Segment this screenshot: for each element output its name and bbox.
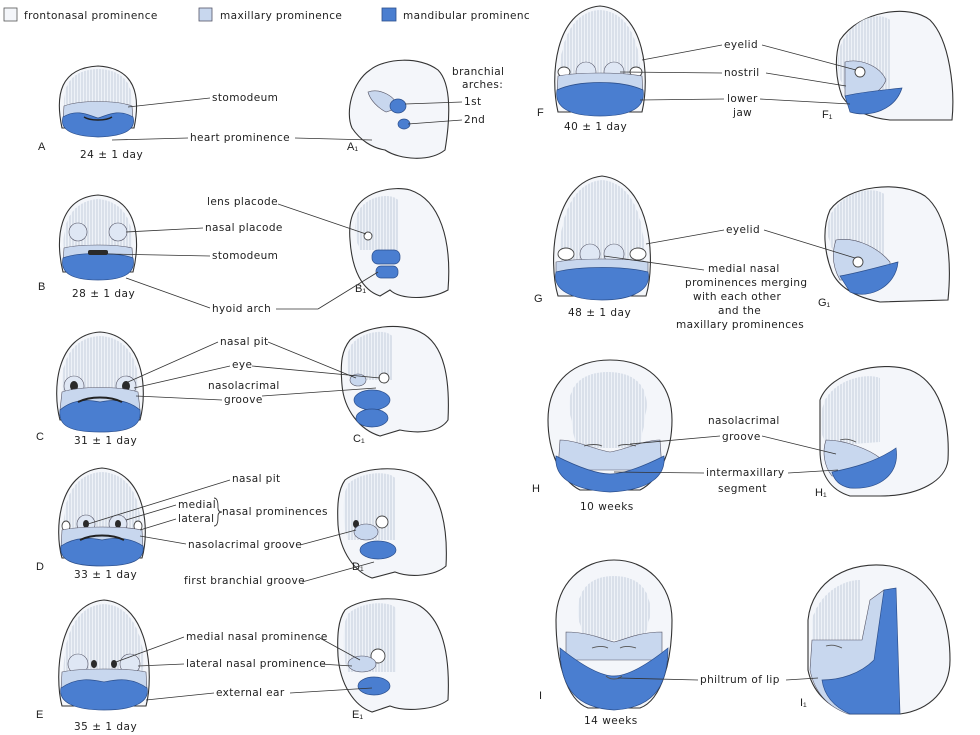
label-branchial-arches-1: branchial — [452, 66, 504, 78]
label-arch-2nd: 2nd — [464, 114, 485, 126]
label-nasal-pit-d: nasal pit — [232, 473, 281, 485]
panel-b1-side-view — [349, 188, 450, 298]
label-nostril: nostril — [724, 67, 760, 79]
panel-c-age: 31 ± 1 day — [74, 435, 137, 447]
panel-e-letter: E — [36, 709, 43, 721]
panel-a-age: 24 ± 1 day — [80, 149, 143, 161]
label-arch-1st: 1st — [464, 96, 481, 108]
legend-swatch-mandibular — [381, 7, 397, 22]
panel-g-letter: G — [534, 293, 543, 305]
label-medial-merging-3: with each other — [693, 291, 782, 303]
legend-label-frontonasal: frontonasal prominence — [24, 10, 158, 22]
panel-i-front-view — [555, 559, 673, 711]
panel-i-age: 14 weeks — [584, 715, 638, 727]
label-nasolacrimal-c-1: nasolacrimal — [208, 380, 280, 392]
label-medial-merging-4: and the — [718, 305, 761, 317]
label-nasolacrimal-h-1: nasolacrimal — [708, 415, 780, 427]
panel-i1-letter: I₁ — [800, 697, 807, 709]
label-lens-placode: lens placode — [207, 196, 278, 208]
panel-g-front-view — [553, 175, 651, 301]
label-branchial-arches-2: arches: — [462, 79, 503, 91]
panel-f1-letter: F₁ — [822, 109, 833, 121]
label-external-ear: external ear — [216, 687, 285, 699]
panel-g1-side-view — [824, 186, 950, 303]
panel-g-age: 48 ± 1 day — [568, 307, 631, 319]
label-eyelid-f: eyelid — [724, 39, 758, 51]
panel-a-front-view — [58, 65, 138, 138]
label-lower-jaw-1: lower — [727, 93, 758, 105]
legend-swatch-frontonasal — [3, 7, 18, 22]
label-philtrum: philtrum of lip — [700, 674, 780, 686]
label-nasolacrimal-groove-d: nasolacrimal groove — [188, 539, 302, 551]
panel-b-letter: B — [38, 281, 45, 293]
panel-f-letter: F — [537, 107, 544, 119]
panel-h1-letter: H₁ — [815, 487, 827, 499]
panel-d-letter: D — [36, 561, 44, 573]
panel-c-letter: C — [36, 431, 44, 443]
panel-g1-letter: G₁ — [818, 297, 831, 309]
label-first-branchial-groove: first branchial groove — [184, 575, 305, 587]
legend-label-mandibular: mandibular prominence — [403, 10, 537, 22]
panel-h-letter: H — [532, 483, 540, 495]
panel-f-front-view — [554, 5, 646, 117]
panel-d-age: 33 ± 1 day — [74, 569, 137, 581]
panel-d1-side-view — [337, 468, 447, 579]
label-intermaxillary-2: segment — [718, 483, 767, 495]
panel-d1-letter: D₁ — [352, 561, 364, 573]
panel-b-age: 28 ± 1 day — [72, 288, 135, 300]
panel-f-age: 40 ± 1 day — [564, 121, 627, 133]
panel-i1-side-view — [807, 564, 951, 715]
panel-c-front-view — [56, 331, 144, 433]
label-nasolacrimal-c-2: groove — [224, 394, 263, 406]
panel-e1-side-view — [337, 598, 449, 713]
label-medial-nasal-prominence: medial nasal prominence — [186, 631, 328, 643]
label-nasolacrimal-h-2: groove — [722, 431, 761, 443]
panel-e1-letter: E₁ — [352, 709, 363, 721]
legend-label-maxillary: maxillary prominence — [220, 10, 342, 22]
panel-i-letter: I — [539, 690, 542, 702]
label-medial: medial — [178, 499, 216, 511]
label-heart-prominence: heart prominence — [190, 132, 290, 144]
legend: frontonasal prominence maxillary promine… — [3, 7, 537, 22]
panel-e-front-view — [58, 599, 150, 711]
label-nasal-pit-c: nasal pit — [220, 336, 269, 348]
label-nasal-prominences: nasal prominences — [222, 506, 328, 518]
panel-h-age: 10 weeks — [580, 501, 634, 513]
label-lateral: lateral — [178, 513, 214, 525]
panel-a1-side-view — [348, 59, 450, 159]
panel-a-letter: A — [38, 141, 46, 153]
label-eyelid-g: eyelid — [726, 224, 760, 236]
panel-c1-side-view — [340, 325, 449, 437]
legend-swatch-maxillary — [198, 7, 213, 22]
panel-a1-letter: A₁ — [347, 141, 358, 153]
label-stomodeum-a: stomodeum — [212, 92, 278, 104]
panel-c1-letter: C₁ — [353, 433, 365, 445]
label-nasal-placode: nasal placode — [205, 222, 283, 234]
label-hyoid-arch: hyoid arch — [212, 303, 271, 315]
label-lateral-nasal-prominence: lateral nasal prominence — [186, 658, 326, 670]
label-medial-merging-5: maxillary prominences — [676, 319, 804, 331]
panel-d-front-view — [58, 467, 146, 567]
panel-b1-letter: B₁ — [355, 283, 366, 295]
label-stomodeum-b: stomodeum — [212, 250, 278, 262]
panel-h1-side-view — [819, 366, 949, 497]
legend-clip-mask — [530, 0, 538, 30]
panel-b-front-view — [58, 194, 138, 281]
panel-e-age: 35 ± 1 day — [74, 721, 137, 733]
panel-h-front-view — [547, 359, 673, 493]
label-lower-jaw-2: jaw — [732, 107, 752, 119]
label-medial-merging-1: medial nasal — [708, 263, 780, 275]
panel-f1-side-view — [835, 10, 954, 121]
label-eye: eye — [232, 359, 252, 371]
label-medial-merging-2: prominences merging — [685, 277, 807, 289]
label-intermaxillary-1: intermaxillary — [706, 467, 784, 479]
